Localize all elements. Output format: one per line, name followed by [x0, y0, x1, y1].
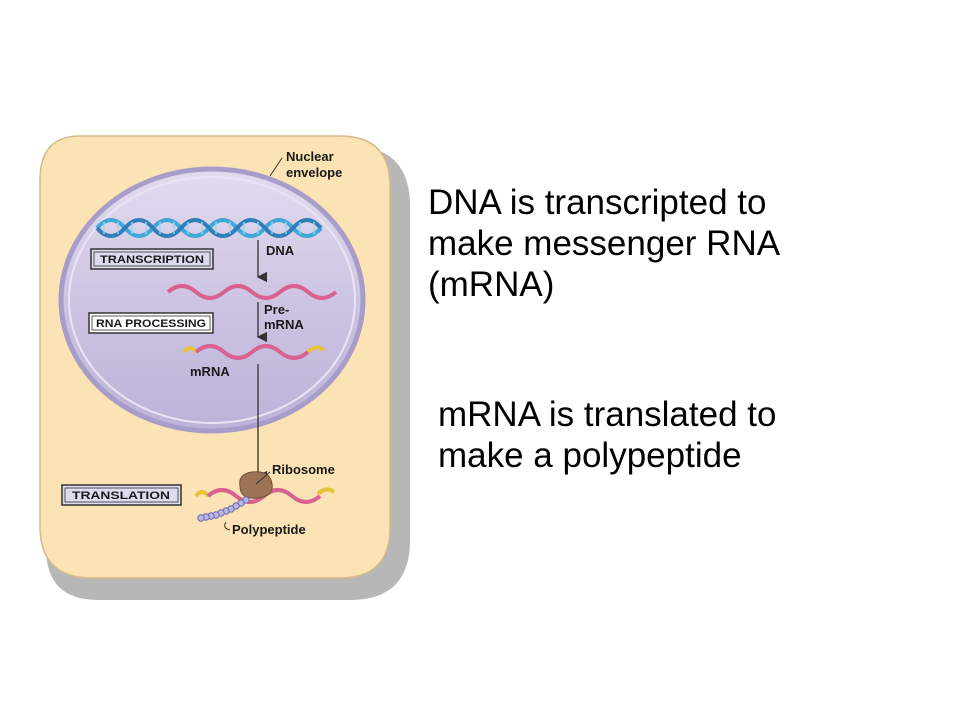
nucleus — [58, 166, 366, 434]
box-translation-text: TRANSLATION — [72, 490, 170, 502]
caption-translation: mRNA is translated to make a polypeptide — [438, 395, 777, 475]
label-pre-mrna: Pre- mRNA — [264, 302, 304, 332]
pre-mrna-strand — [166, 284, 338, 300]
polypeptide-chain — [197, 496, 250, 522]
label-polypeptide: Polypeptide — [232, 522, 306, 537]
box-transcription: TRANSCRIPTION — [90, 248, 214, 270]
nuclear-envelope-inner — [68, 176, 356, 424]
dna-double-helix — [95, 218, 323, 238]
label-nuclear-envelope-line1: Nuclear — [286, 149, 334, 164]
label-pre-mrna-line1: Pre- — [264, 302, 289, 317]
label-nuclear-envelope-line2: envelope — [286, 165, 342, 180]
label-dna: DNA — [266, 243, 295, 258]
box-rna-processing-text: RNA PROCESSING — [96, 318, 206, 330]
box-transcription-text: TRANSCRIPTION — [100, 254, 204, 266]
box-translation: TRANSLATION — [61, 484, 182, 506]
ribosome — [239, 471, 273, 499]
dna-base-pairs — [103, 222, 315, 234]
leader-lines — [224, 157, 283, 531]
label-ribosome: Ribosome — [272, 462, 335, 477]
label-pre-mrna-line2: mRNA — [264, 317, 304, 332]
label-nuclear-envelope: Nuclear envelope — [286, 149, 342, 180]
caption-transcription: DNA is transcripted to make messenger RN… — [428, 183, 781, 304]
box-rna-processing: RNA PROCESSING — [88, 312, 214, 334]
mrna-strand — [182, 344, 326, 360]
label-mrna: mRNA — [190, 364, 230, 379]
